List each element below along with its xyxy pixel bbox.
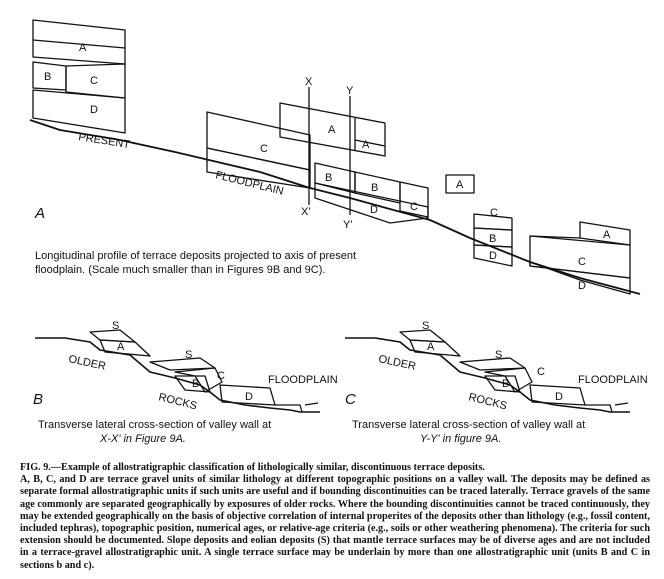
panel-c-desc-line2: Y-Y' in figure 9A. [420, 433, 501, 445]
panel-c-label-older: OLDER [377, 353, 417, 373]
unit-d-middle-box-2 [314, 182, 429, 224]
panel-b-unit-s-lower [149, 357, 216, 371]
caption-body: A, B, C, and D are terrace gravel units … [20, 474, 650, 571]
panel-c-label-a: A [427, 341, 435, 353]
label-c-middle: C [260, 143, 268, 155]
panel-a-letter: A [34, 205, 45, 222]
panel-b-desc-line2: X-X' in Figure 9A. [99, 433, 186, 445]
panel-b-unit-b [174, 375, 211, 393]
panel-c-label-d: D [555, 391, 563, 403]
label-b-narrow: B [489, 233, 496, 245]
panel-b-section [35, 329, 320, 413]
unit-a-isolated-box [445, 174, 475, 194]
unit-a-internal-line [32, 39, 126, 49]
panel-b-floodplain-channel [275, 402, 319, 413]
panel-b-label-rocks: ROCKS [157, 391, 198, 412]
unit-right-top-line [529, 235, 581, 239]
panel-b-label-a: A [117, 341, 125, 353]
panel-c-label-s-lower: S [495, 349, 502, 361]
panel-c-unit-b [484, 375, 521, 393]
label-c-right: C [578, 256, 586, 268]
panel-c-label-floodplain: FLOODPLAIN [578, 374, 648, 386]
panel-b-letter: B [33, 391, 43, 408]
label-a-middle: A [328, 124, 336, 136]
unit-a-middle-internal [354, 139, 386, 147]
label-c-narrow: C [490, 207, 498, 219]
panel-b-label-older: OLDER [67, 353, 107, 373]
panel-b-label-floodplain: FLOODPLAIN [268, 374, 338, 386]
panel-b-label-s-upper: S [112, 320, 119, 332]
panel-c-unit-s-lower [459, 357, 526, 371]
label-y-prime: Y' [343, 219, 352, 231]
panel-c-unit-a [409, 339, 461, 357]
label-b-middle-2: B [371, 182, 378, 194]
label-floodplain-a: FLOODPLAIN [214, 169, 285, 198]
label-a-isolated: A [456, 179, 464, 191]
label-c-middle-small: C [410, 201, 418, 213]
panel-b-label-b: B [192, 378, 199, 390]
panel-c-label-c: C [537, 366, 545, 378]
unit-b-middle-box-1 [314, 162, 356, 194]
label-present: PRESENT [78, 131, 131, 151]
unit-d-upper-left-box [32, 89, 126, 134]
label-a-middle-small: A [362, 139, 370, 151]
panel-c-desc-line1: Transverse lateral cross-section of vall… [352, 419, 585, 431]
label-b-middle-1: B [325, 172, 332, 184]
label-d-upper-left: D [90, 104, 98, 116]
label-c-upper-left: C [90, 75, 98, 87]
label-a-upper-left: A [79, 42, 87, 54]
label-d-narrow: D [489, 250, 497, 262]
panel-c-label-rocks: ROCKS [467, 391, 508, 412]
label-d-right: D [578, 280, 586, 292]
figure-caption: FIG. 9.—Example of allostratigraphic cla… [20, 462, 650, 572]
panel-b-desc-line1: Transverse lateral cross-section of vall… [38, 419, 271, 431]
panel-c-label-b: B [502, 378, 509, 390]
caption-title: FIG. 9.—Example of allostratigraphic cla… [20, 462, 485, 473]
panel-c-section [345, 329, 630, 413]
panel-c-floodplain-channel [585, 402, 629, 413]
panel-a-desc-line2: floodplain. (Scale much smaller than in … [35, 264, 325, 276]
panel-b-unit-c [174, 367, 223, 393]
label-x: X [305, 76, 313, 88]
panel-b-label-d: D [245, 391, 253, 403]
panel-b-unit-a [99, 339, 151, 357]
label-a-right: A [603, 229, 611, 241]
label-x-prime: X' [301, 206, 310, 218]
label-y: Y [346, 85, 354, 97]
label-d-middle: D [370, 204, 378, 216]
unit-c-middle-box [206, 111, 311, 171]
panel-b-label-s-lower: S [185, 349, 192, 361]
unit-d-middle-box [206, 147, 311, 189]
unit-d-right-box [529, 261, 631, 295]
panel-a-desc-line1: Longitudinal profile of terrace deposits… [35, 250, 356, 262]
panel-c-label-s-upper: S [422, 320, 429, 332]
panel-b-label-c: C [217, 370, 225, 382]
panel-c-letter: C [345, 391, 356, 408]
panel-c-unit-c [484, 367, 533, 393]
panel-a-profile [29, 19, 641, 295]
unit-d-narrow-box [473, 244, 513, 267]
label-b-upper-left: B [44, 71, 51, 83]
